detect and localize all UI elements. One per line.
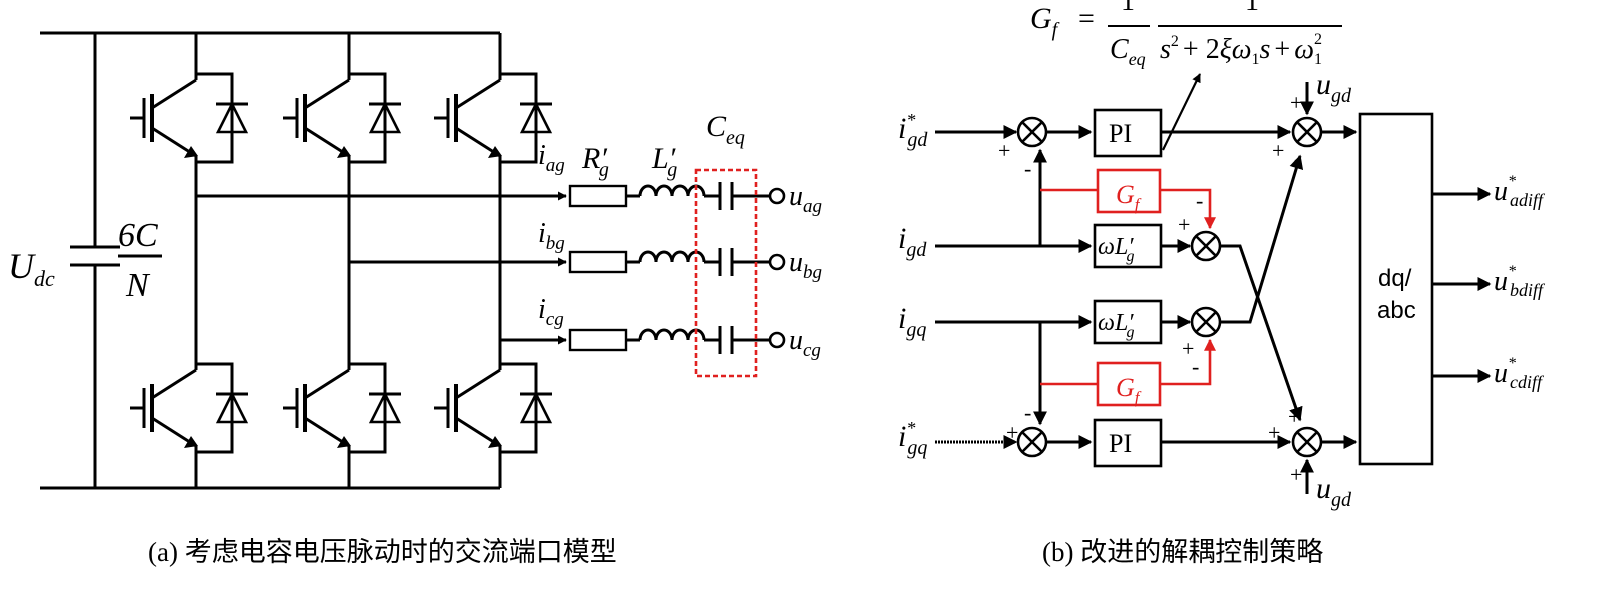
inductor-a	[638, 184, 706, 198]
inductor-c	[638, 328, 706, 342]
label-ceq: Ceq	[706, 110, 745, 149]
resistor-b	[568, 250, 628, 274]
svg-text:-: -	[1024, 400, 1031, 425]
svg-text:1: 1	[1245, 0, 1259, 17]
input-igd-ref: i*gd	[898, 110, 928, 151]
wl-block-bottom	[1093, 299, 1163, 345]
label-rg: R′g	[581, 142, 609, 181]
svg-text:+: +	[1182, 336, 1194, 361]
igbt-upper-b	[281, 66, 403, 170]
svg-text:-: -	[1294, 146, 1301, 171]
resistor-c	[568, 328, 628, 352]
gf-formula: Gf = 1 Ceq 1 s2+ 2ξω1s+ω12	[1030, 0, 1342, 69]
sum-top-right	[1291, 116, 1323, 148]
label-ibg: ibg	[538, 218, 565, 254]
svg-text:ωL′g: ωL′g	[1098, 310, 1135, 341]
ceq-dashed-box	[694, 168, 758, 378]
label-icg: icg	[538, 294, 564, 330]
igbt-upper-a	[128, 66, 250, 170]
gf-block-bottom	[1096, 361, 1162, 407]
svg-text:Gf: Gf	[1116, 180, 1142, 214]
label-uag: uag	[789, 181, 822, 217]
label-6c: 6C	[118, 217, 158, 254]
control-diagram: Gf = 1 Ceq 1 s2+ 2ξω1s+ω12 i*gd igd igq …	[898, 0, 1546, 511]
sum-mid-top	[1190, 230, 1222, 262]
svg-text:Gf: Gf	[1116, 373, 1142, 407]
gf-top-output	[1160, 188, 1216, 230]
svg-text:Gf: Gf	[1030, 2, 1060, 41]
svg-text:-: -	[1192, 354, 1199, 379]
gf-bottom-output	[1160, 338, 1216, 386]
label-uadiff: u*adiff	[1494, 173, 1546, 210]
label-n: N	[125, 267, 151, 304]
svg-text:Ceq: Ceq	[1110, 34, 1146, 69]
svg-text:s2+ 2ξω1s+ω12: s2+ 2ξω1s+ω12	[1160, 31, 1322, 68]
svg-text:-: -	[1024, 156, 1031, 181]
label-udc: Udc	[8, 246, 55, 291]
svg-text:+: +	[1288, 404, 1300, 429]
dc-capacitor	[70, 33, 162, 488]
abc-label: abc	[1377, 297, 1416, 324]
ceq-capacitors	[704, 182, 770, 354]
svg-text:+: +	[1268, 420, 1280, 445]
summing-signs: + - + + - - + + - - + + + +	[998, 90, 1302, 487]
svg-text:1: 1	[1121, 0, 1135, 17]
svg-text:+: +	[1290, 462, 1302, 487]
svg-text:+: +	[998, 138, 1010, 163]
sum-bottom-right	[1291, 426, 1323, 458]
caption-right: (b) 改进的解耦控制策略	[1042, 537, 1323, 567]
input-igq-ref: i*gq	[898, 418, 927, 459]
igbt-lower-c	[432, 356, 554, 460]
igbt-lower-a	[128, 356, 250, 460]
pi-top-label: PI	[1109, 119, 1132, 148]
svg-text:+: +	[1178, 212, 1190, 237]
wl-block-top	[1093, 223, 1163, 269]
input-igq: igq	[898, 302, 926, 341]
sum-top-left	[1016, 116, 1048, 148]
resistor-a	[568, 184, 628, 208]
pi-bottom-label: PI	[1109, 429, 1132, 458]
pi-block-top	[1093, 108, 1163, 158]
cross-to-top	[1220, 154, 1304, 324]
igbt-upper-c	[432, 66, 554, 170]
label-ugd-bottom: ugd	[1316, 472, 1352, 511]
svg-text:+: +	[1290, 90, 1302, 115]
terminal-b	[768, 253, 786, 271]
sum-mid-bottom	[1190, 306, 1222, 338]
label-ubdiff: u*bdiff	[1494, 263, 1546, 300]
label-ubg: ubg	[789, 247, 822, 283]
gf-block-top	[1096, 168, 1162, 214]
inverter-circuit: Udc 6C N R′g L′g Ceq iag ibg icg uag ubg…	[8, 31, 822, 490]
label-ugd-top: ugd	[1316, 68, 1352, 107]
label-ucg: ucg	[789, 325, 821, 361]
inductor-b	[638, 250, 706, 264]
svg-text:+: +	[1272, 138, 1284, 163]
dq-label: dq/	[1378, 265, 1412, 292]
igbt-lower-b	[281, 356, 403, 460]
svg-text:ωL′g: ωL′g	[1098, 234, 1135, 265]
terminal-a	[768, 187, 786, 205]
label-lg: L′g	[651, 142, 677, 181]
dq-abc-block	[1358, 112, 1434, 466]
svg-text:+: +	[1006, 420, 1018, 445]
sum-bottom-left	[1016, 426, 1048, 458]
svg-text:=: =	[1078, 2, 1095, 35]
label-ucdiff: u*cdiff	[1494, 355, 1545, 392]
terminal-c	[768, 331, 786, 349]
cross-to-bottom	[1220, 244, 1303, 422]
caption-left: (a) 考虑电容电压脉动时的交流端口模型	[148, 537, 617, 567]
svg-text:-: -	[1196, 188, 1203, 213]
input-igd: igd	[898, 222, 927, 261]
formula-pointer-arrow	[1162, 73, 1201, 151]
pi-block-bottom	[1093, 418, 1163, 468]
label-iag: iag	[538, 140, 565, 176]
